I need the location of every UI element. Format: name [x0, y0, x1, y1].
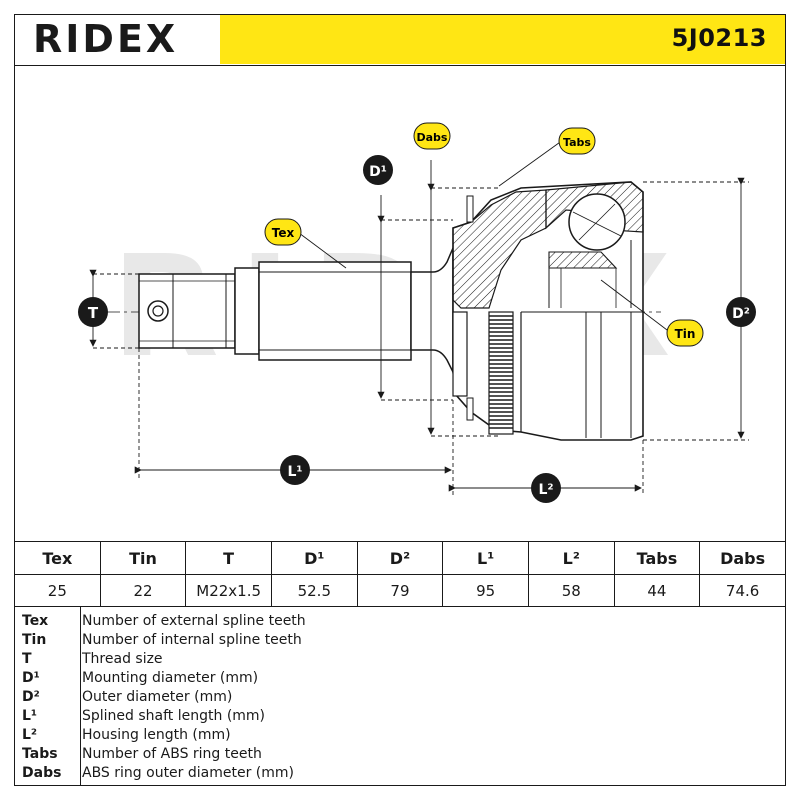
- label-l1: L¹: [280, 455, 310, 485]
- specs-header-cell: Tex: [14, 541, 101, 575]
- legend-row: L¹ Splined shaft length (mm): [15, 707, 785, 726]
- label-tex: Tex: [264, 218, 302, 246]
- specs-header-row: Tex Tin T D¹ D² L¹ L² Tabs Dabs: [14, 541, 786, 575]
- specs-value-cell: 25: [47, 581, 67, 600]
- technical-drawing: RIDEX: [14, 66, 786, 542]
- brand-area: RIDEX: [15, 15, 220, 64]
- specs-value-cell: 79: [356, 574, 443, 607]
- specs-header-cell: Dabs: [699, 541, 786, 575]
- legend-key: Tex: [22, 613, 49, 629]
- legend-row: L² Housing length (mm): [15, 726, 785, 745]
- svg-text:Tex: Tex: [272, 226, 295, 240]
- label-l2: L²: [531, 473, 561, 503]
- legend-desc: Housing length (mm): [82, 727, 231, 743]
- legend-key: Tin: [22, 632, 47, 648]
- specs-table: Tex Tin T D¹ D² L¹ L² Tabs Dabs 25 22 M2…: [14, 541, 786, 607]
- specs-header-cell: T: [185, 541, 272, 575]
- specs-value-cell: 58: [527, 574, 615, 607]
- legend-key: D¹: [22, 670, 40, 686]
- svg-text:Tin: Tin: [675, 327, 696, 341]
- splined-shaft: [234, 247, 454, 373]
- header-accent-bar: 5J0213: [220, 15, 785, 64]
- legend-key: T: [22, 651, 32, 667]
- svg-text:D¹: D¹: [369, 164, 387, 180]
- svg-text:D²: D²: [732, 306, 750, 322]
- header: RIDEX 5J0213: [14, 14, 786, 66]
- legend-divider: [80, 606, 81, 785]
- legend: Tex Number of external spline teeth Tin …: [14, 606, 786, 786]
- legend-desc: Number of internal spline teeth: [82, 632, 302, 648]
- legend-row: T Thread size: [15, 650, 785, 669]
- specs-value-cell: M22x1.5: [185, 574, 272, 607]
- legend-row: D¹ Mounting diameter (mm): [15, 669, 785, 688]
- specs-header-cell: Tin: [99, 541, 186, 575]
- housing: [452, 181, 644, 441]
- svg-text:Tabs: Tabs: [563, 136, 591, 149]
- specs-value-row: 25 22 M22x1.5 52.5 79 95 58 44 74.6: [15, 574, 786, 607]
- legend-row: Tin Number of internal spline teeth: [15, 631, 785, 650]
- specs-header-cell: D¹: [270, 541, 358, 575]
- legend-row: Tex Number of external spline teeth: [15, 612, 785, 631]
- threaded-tip: [138, 273, 236, 349]
- legend-desc: Mounting diameter (mm): [82, 670, 259, 686]
- specs-value-cell: 22: [99, 574, 186, 607]
- label-tabs: Tabs: [558, 127, 596, 155]
- legend-key: Tabs: [22, 746, 58, 762]
- legend-desc: Number of external spline teeth: [82, 613, 306, 629]
- specs-value-cell: 44: [613, 574, 700, 607]
- specs-header-cell: Tabs: [613, 541, 700, 575]
- specs-header-cell: L¹: [442, 541, 529, 575]
- legend-desc: ABS ring outer diameter (mm): [82, 765, 294, 781]
- label-tin: Tin: [666, 319, 704, 347]
- legend-key: D²: [22, 689, 40, 705]
- ridex-logo: RIDEX: [33, 21, 178, 59]
- svg-text:L²: L²: [538, 482, 553, 498]
- specs-header-cell: D²: [356, 541, 443, 575]
- specs-header-cell: L²: [527, 541, 615, 575]
- legend-key: L²: [22, 727, 38, 743]
- svg-text:Dabs: Dabs: [417, 131, 448, 144]
- legend-row: D² Outer diameter (mm): [15, 688, 785, 707]
- part-number: 5J0213: [671, 24, 767, 52]
- legend-key: L¹: [22, 708, 38, 724]
- legend-desc: Thread size: [82, 651, 163, 667]
- label-d1: D¹: [363, 155, 393, 185]
- svg-text:T: T: [88, 304, 99, 322]
- legend-desc: Outer diameter (mm): [82, 689, 233, 705]
- svg-text:L¹: L¹: [287, 464, 302, 480]
- label-d2: D²: [726, 297, 756, 327]
- legend-desc: Splined shaft length (mm): [82, 708, 266, 724]
- legend-key: Dabs: [22, 765, 62, 781]
- label-dabs: Dabs: [413, 122, 451, 150]
- legend-desc: Number of ABS ring teeth: [82, 746, 262, 762]
- specs-value-cell: 95: [442, 574, 529, 607]
- abs-ring: [488, 311, 514, 435]
- label-t: T: [78, 297, 108, 327]
- brand-logo-text: RIDEX: [33, 21, 178, 59]
- legend-row: Tabs Number of ABS ring teeth: [15, 745, 785, 764]
- legend-row: Dabs ABS ring outer diameter (mm): [15, 764, 785, 783]
- specs-value-cell: 52.5: [270, 574, 358, 607]
- specs-value-cell: 74.6: [699, 574, 786, 607]
